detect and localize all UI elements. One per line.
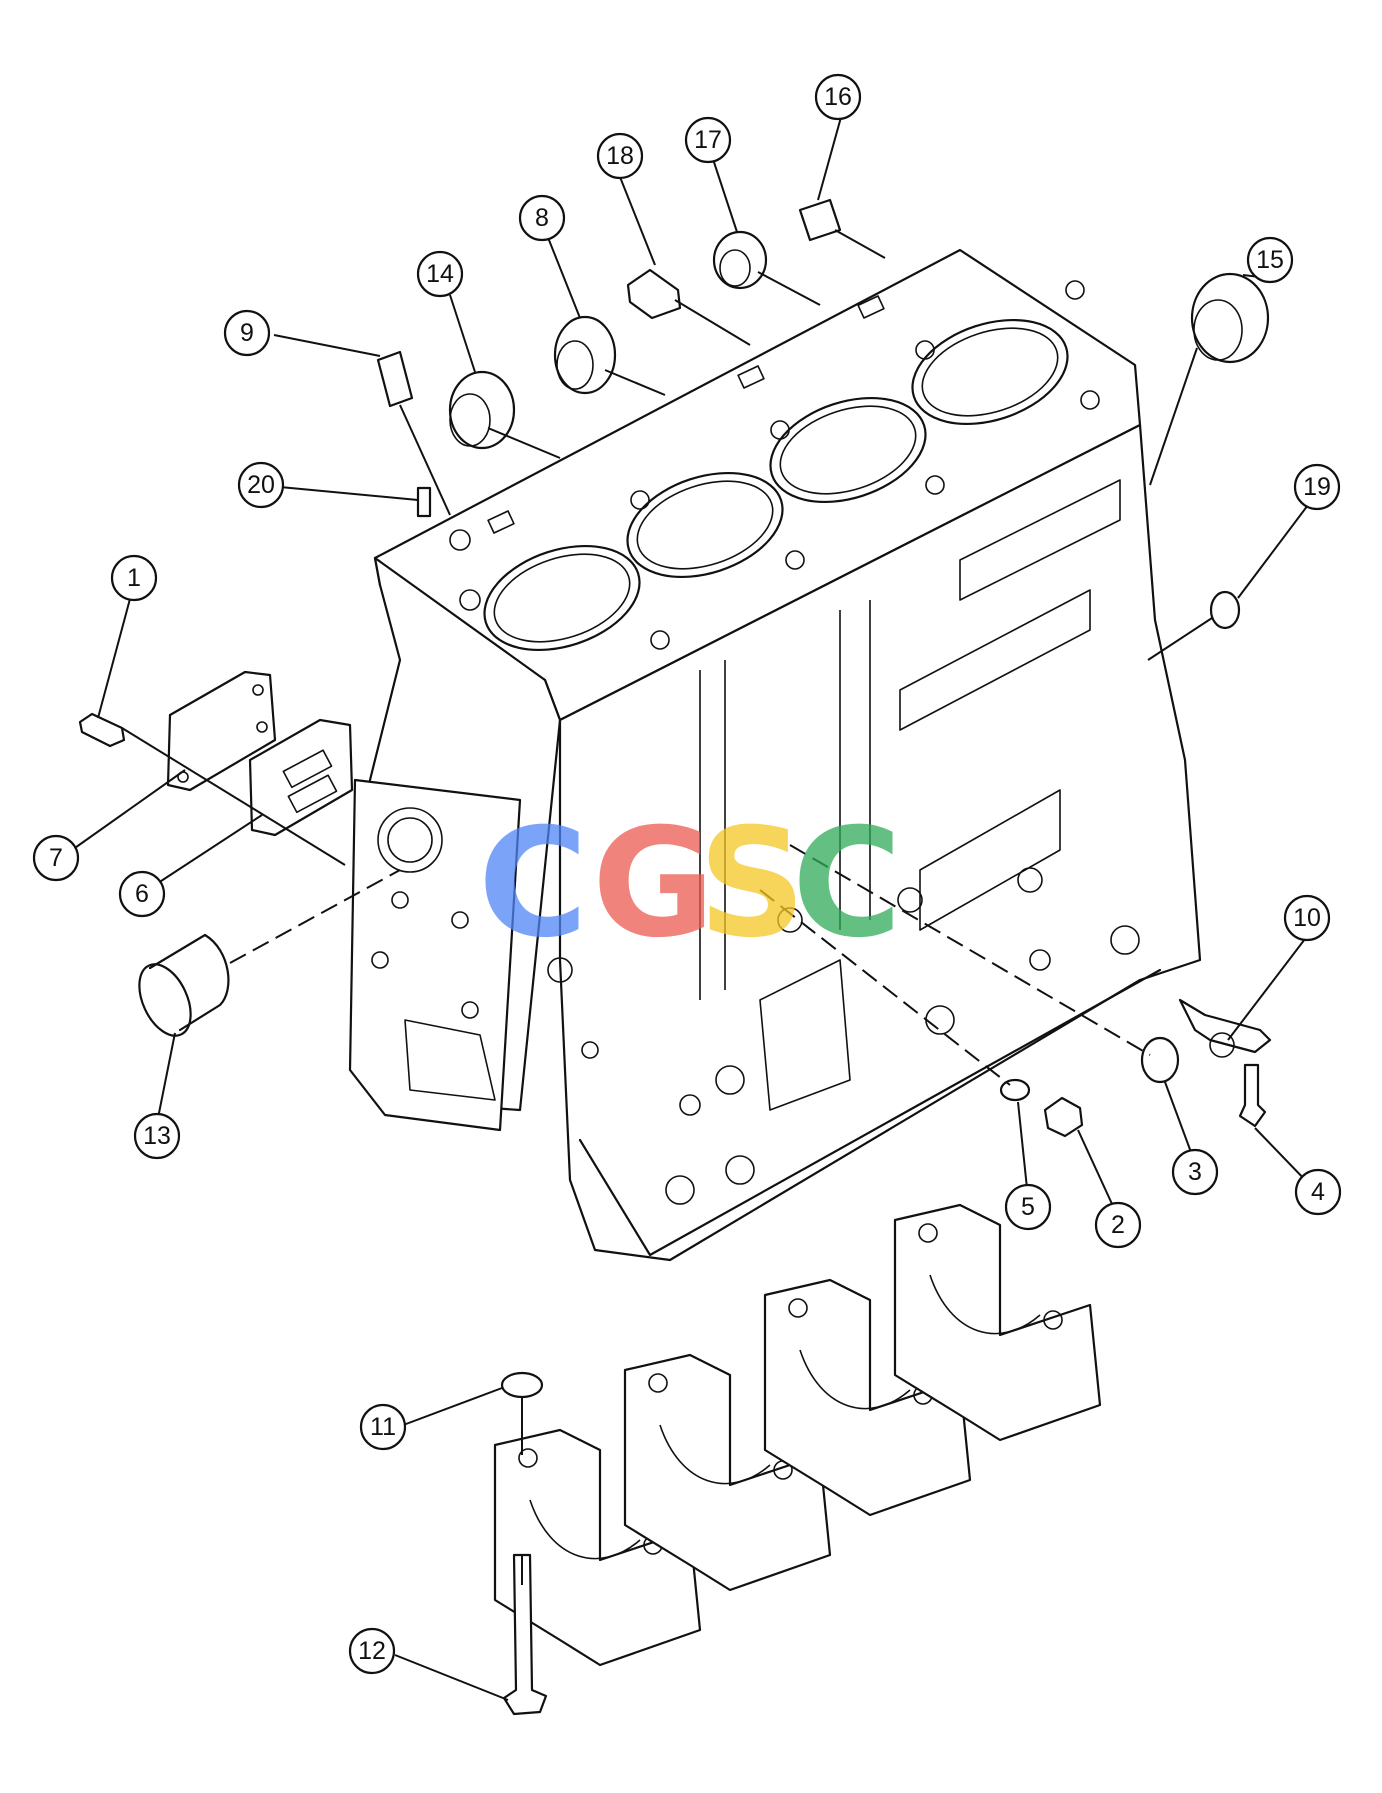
svg-text:4: 4 [1311,1178,1325,1206]
gasket-part-6 [248,718,354,837]
svg-text:3: 3 [1188,1158,1202,1186]
threaded-plug-part-16 [798,198,842,242]
svg-text:7: 7 [49,844,63,872]
callout-11: 11 [359,1403,407,1451]
svg-text:18: 18 [606,142,634,170]
svg-text:12: 12 [358,1637,386,1665]
svg-text:11: 11 [370,1413,396,1441]
callout-1: 1 [110,554,158,602]
expansion-plug-part-15 [1190,272,1270,364]
bearing-cap-4 [893,1203,1102,1442]
svg-text:16: 16 [824,83,852,111]
plug-part-13 [138,963,192,1037]
callout-12: 12 [348,1627,396,1675]
cover-plate-part-7 [166,670,277,792]
callout-16: 16 [814,73,862,121]
callout-19: 19 [1293,463,1341,511]
small-parts [78,198,1272,1716]
bracket-part-10 [1178,998,1272,1054]
callout-3: 3 [1171,1148,1219,1196]
callout-8: 8 [518,194,566,242]
callout-10: 10 [1283,894,1331,942]
svg-text:17: 17 [694,126,722,154]
expansion-plug-part-8 [553,315,617,395]
drain-bolt-part-2 [1043,1096,1084,1138]
svg-text:19: 19 [1303,473,1331,501]
watermark-letter-c2: C [792,797,902,971]
callout-14: 14 [416,250,464,298]
callouts: 1 2 3 4 5 6 7 8 9 10 11 12 13 14 15 16 1… [32,73,1342,1675]
svg-text:8: 8 [535,204,549,232]
callout-2: 2 [1094,1201,1142,1249]
callout-15: 15 [1246,236,1294,284]
watermark: C G S C [478,797,902,971]
washer-part-5 [999,1078,1031,1102]
callout-6: 6 [118,870,166,918]
callout-18: 18 [596,132,644,180]
cap-part-11 [500,1371,544,1399]
bearing-cap-3 [763,1278,972,1517]
main-bearing-caps [493,1203,1102,1667]
svg-text:9: 9 [240,319,254,347]
watermark-letter-g: G [592,797,715,971]
cylinder-block [348,248,1202,1262]
svg-text:6: 6 [135,880,149,908]
svg-text:13: 13 [143,1122,171,1150]
svg-text:1: 1 [127,564,141,592]
svg-text:2: 2 [1111,1211,1125,1239]
bolt-part-4 [1238,1063,1267,1128]
bearing-cap-2 [623,1353,832,1592]
svg-text:10: 10 [1293,904,1321,932]
plug-part-3 [1140,1036,1180,1084]
svg-text:14: 14 [426,260,454,288]
plug-part-19 [1209,590,1241,630]
hex-plug-part-18 [626,268,682,320]
bolt-part-1 [78,712,126,748]
svg-text:20: 20 [247,471,275,499]
expansion-plug-part-17 [712,230,768,290]
callout-4: 4 [1294,1168,1342,1216]
expansion-plug-part-14 [448,370,516,450]
callout-5: 5 [1004,1183,1052,1231]
watermark-letter-c1: C [478,797,588,971]
callout-13: 13 [133,1112,181,1160]
cap-bolt-part-12 [502,1553,548,1716]
callout-17: 17 [684,116,732,164]
callout-7: 7 [32,834,80,882]
callout-9: 9 [223,309,271,357]
callout-20: 20 [237,461,285,509]
watermark-letter-s: S [698,797,806,971]
leader-lines [71,109,1311,1701]
dowel-pin-part-20 [416,486,432,518]
svg-text:15: 15 [1256,246,1284,274]
sensor-part-9 [376,350,414,408]
svg-text:5: 5 [1021,1193,1035,1221]
